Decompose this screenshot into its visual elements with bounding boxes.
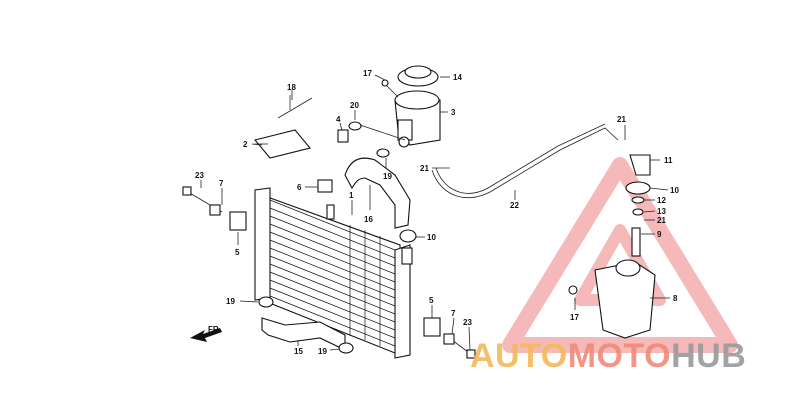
callout-6: 6 bbox=[297, 183, 302, 192]
reserve-tank bbox=[594, 154, 656, 339]
callout-20: 20 bbox=[350, 101, 359, 110]
upper-radiator-hose bbox=[344, 157, 411, 229]
watermark-hub: HUB bbox=[671, 337, 747, 375]
grommet-left bbox=[229, 211, 247, 231]
callout-19: 19 bbox=[318, 347, 327, 356]
callout-5: 5 bbox=[235, 248, 240, 257]
callout-19: 19 bbox=[226, 297, 235, 306]
tank-screw bbox=[568, 285, 578, 295]
callout-1: 1 bbox=[349, 191, 354, 200]
callout-10: 10 bbox=[427, 233, 436, 242]
callout-23: 23 bbox=[463, 318, 472, 327]
radiator-core bbox=[254, 187, 413, 359]
callout-3: 3 bbox=[451, 108, 456, 117]
shroud-plate bbox=[254, 129, 311, 159]
collar bbox=[337, 129, 349, 143]
watermark-auto: AUTO bbox=[470, 337, 568, 375]
callout-2: 2 bbox=[243, 140, 248, 149]
leader-lines bbox=[200, 74, 670, 351]
callout-17: 17 bbox=[570, 313, 579, 322]
callout-labels: 14 17 3 18 20 4 2 21 21 11 19 16 10 22 1… bbox=[195, 69, 679, 356]
callout-8: 8 bbox=[673, 294, 678, 303]
callout-21: 21 bbox=[420, 164, 429, 173]
callout-7: 7 bbox=[451, 309, 456, 318]
callout-5: 5 bbox=[429, 296, 434, 305]
thermostat-housing bbox=[394, 65, 441, 148]
callout-17: 17 bbox=[363, 69, 372, 78]
callout-14: 14 bbox=[453, 73, 462, 82]
callout-21: 21 bbox=[657, 216, 666, 225]
automotohub-watermark: AUTOMOTOHUB bbox=[470, 337, 746, 376]
callout-16: 16 bbox=[364, 215, 373, 224]
mounting-bolts bbox=[182, 186, 476, 359]
callout-23: 23 bbox=[195, 171, 204, 180]
callout-10: 10 bbox=[670, 186, 679, 195]
callout-11: 11 bbox=[664, 156, 673, 165]
callout-9: 9 bbox=[657, 230, 662, 239]
callout-22: 22 bbox=[510, 201, 519, 210]
callout-7: 7 bbox=[219, 179, 224, 188]
grommet-right bbox=[423, 317, 441, 337]
lower-radiator-hose bbox=[261, 317, 346, 351]
watermark-moto: MOTO bbox=[567, 337, 672, 375]
tie-strap bbox=[277, 95, 313, 119]
callout-21: 21 bbox=[617, 115, 626, 124]
callout-15: 15 bbox=[294, 347, 303, 356]
grommet bbox=[317, 179, 333, 193]
callout-4: 4 bbox=[336, 115, 341, 124]
callout-18: 18 bbox=[287, 83, 296, 92]
callout-13: 13 bbox=[657, 207, 666, 216]
direction-label: FR. bbox=[208, 325, 221, 334]
siphon-tube bbox=[431, 127, 619, 199]
callout-19: 19 bbox=[383, 172, 392, 181]
front-direction-arrow: FR. bbox=[190, 325, 222, 342]
callout-12: 12 bbox=[657, 196, 666, 205]
hose-clamps bbox=[258, 121, 417, 354]
